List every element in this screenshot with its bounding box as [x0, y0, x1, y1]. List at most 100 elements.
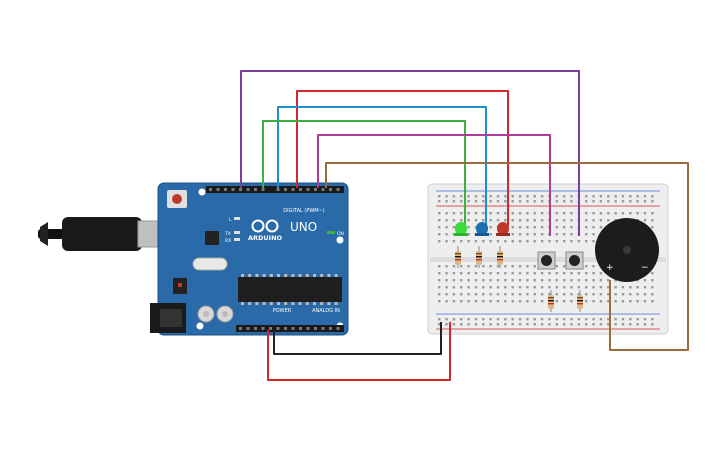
- wire-purple[interactable]: [240, 70, 580, 236]
- breadboard-hole: [467, 212, 470, 215]
- breadboard-hole: [577, 279, 581, 282]
- led-blue[interactable]: [475, 222, 489, 236]
- breadboard-hole: [474, 293, 478, 296]
- breadboard-hole: [540, 219, 544, 222]
- breadboard-hole: [496, 318, 500, 321]
- pushbutton-1[interactable]: [537, 251, 556, 270]
- breadboard-hole: [562, 195, 566, 198]
- breadboard-hole: [452, 293, 456, 296]
- header-pin[interactable]: [209, 188, 212, 191]
- breadboard-hole: [592, 233, 595, 236]
- header-pin[interactable]: [321, 188, 325, 191]
- header-pin[interactable]: [224, 188, 227, 191]
- resistor-band: [455, 253, 461, 255]
- breadboard-hole: [570, 240, 573, 243]
- rx-led: [234, 238, 240, 241]
- breadboard-hole: [643, 323, 647, 326]
- header-pin[interactable]: [291, 327, 295, 330]
- breadboard-hole: [533, 200, 536, 203]
- breadboard-hole: [570, 195, 573, 198]
- header-pin[interactable]: [231, 188, 235, 191]
- resistor-3[interactable]: [497, 246, 503, 268]
- header-pin[interactable]: [306, 188, 310, 191]
- header-pin[interactable]: [276, 327, 280, 330]
- chip-pin: [255, 274, 259, 277]
- header-pin[interactable]: [329, 188, 332, 191]
- breadboard-hole: [636, 293, 639, 296]
- header-pin[interactable]: [299, 327, 302, 330]
- header-pin[interactable]: [261, 327, 265, 330]
- header-pin[interactable]: [336, 327, 340, 330]
- piezo-buzzer[interactable]: + −: [595, 218, 659, 282]
- header-pin[interactable]: [239, 188, 242, 191]
- breadboard-hole: [533, 279, 536, 282]
- header-pin[interactable]: [284, 188, 287, 191]
- header-pin[interactable]: [299, 188, 302, 191]
- header-pin[interactable]: [321, 327, 325, 330]
- header-pin[interactable]: [336, 188, 340, 191]
- header-pin[interactable]: [291, 188, 295, 191]
- breadboard-hole: [585, 300, 588, 303]
- header-pin[interactable]: [254, 327, 257, 330]
- breadboard-hole: [467, 233, 470, 236]
- breadboard-hole: [614, 200, 617, 203]
- header-pin[interactable]: [246, 327, 250, 330]
- header-pin[interactable]: [269, 327, 272, 330]
- resistor-1[interactable]: [455, 246, 461, 268]
- resistor-4[interactable]: [548, 290, 554, 312]
- chip-pin: [320, 302, 324, 305]
- header-pin[interactable]: [306, 327, 310, 330]
- header-pin[interactable]: [329, 327, 332, 330]
- header-pin[interactable]: [239, 327, 242, 330]
- breadboard-hole: [533, 293, 536, 296]
- breadboard-hole: [555, 240, 558, 243]
- breadboard-hole: [651, 300, 654, 303]
- breadboard-hole: [607, 195, 610, 198]
- header-pin[interactable]: [276, 188, 280, 191]
- resistor-5[interactable]: [577, 290, 583, 312]
- breadboard-hole: [607, 219, 610, 222]
- wire-blue-led[interactable]: [277, 106, 487, 226]
- breadboard-hole: [467, 286, 470, 289]
- header-pin[interactable]: [314, 188, 317, 191]
- breadboard-hole: [504, 265, 507, 268]
- l-led: [234, 217, 240, 220]
- breadboard-hole: [540, 272, 544, 275]
- header-pin[interactable]: [254, 188, 257, 191]
- breadboard-hole: [592, 293, 595, 296]
- breadboard-hole: [474, 240, 478, 243]
- breadboard-hole: [562, 212, 566, 215]
- digital-header[interactable]: [206, 186, 344, 193]
- breadboard-hole: [452, 195, 456, 198]
- breadboard-hole: [570, 318, 573, 321]
- wire-magenta-button[interactable]: [317, 134, 551, 236]
- header-pin[interactable]: [261, 188, 265, 191]
- power-header[interactable]: [236, 325, 344, 332]
- header-pin[interactable]: [314, 327, 317, 330]
- header-pin[interactable]: [216, 188, 220, 191]
- wire-green-led[interactable]: [262, 120, 466, 226]
- breadboard-hole: [482, 293, 485, 296]
- breadboard-hole: [585, 323, 588, 326]
- breadboard-hole: [489, 318, 492, 321]
- breadboard-hole: [496, 286, 500, 289]
- usb-cable[interactable]: [38, 217, 161, 251]
- wire-red-led[interactable]: [296, 90, 509, 226]
- header-pin[interactable]: [284, 327, 287, 330]
- pushbutton-2[interactable]: [565, 251, 584, 270]
- breadboard-hole: [460, 293, 463, 296]
- breadboard-hole: [438, 272, 441, 275]
- header-pin[interactable]: [246, 188, 250, 191]
- breadboard-hole: [518, 279, 522, 282]
- breadboard-hole: [651, 195, 654, 198]
- led-red[interactable]: [496, 222, 510, 236]
- wire-red-5v[interactable]: [267, 322, 451, 381]
- wire-black-gnd[interactable]: [273, 322, 442, 355]
- analog-label: ANALOG IN: [312, 308, 340, 314]
- reset-button-cap[interactable]: [172, 194, 182, 204]
- breadboard-hole: [562, 233, 566, 236]
- arduino-board[interactable]: DIGITAL (PWM~) ARDUINO UNO L TX RX ON: [150, 182, 349, 336]
- resistor-2[interactable]: [476, 246, 482, 268]
- led-green[interactable]: [454, 222, 468, 236]
- wire-brown-buzzer[interactable]: [325, 162, 689, 351]
